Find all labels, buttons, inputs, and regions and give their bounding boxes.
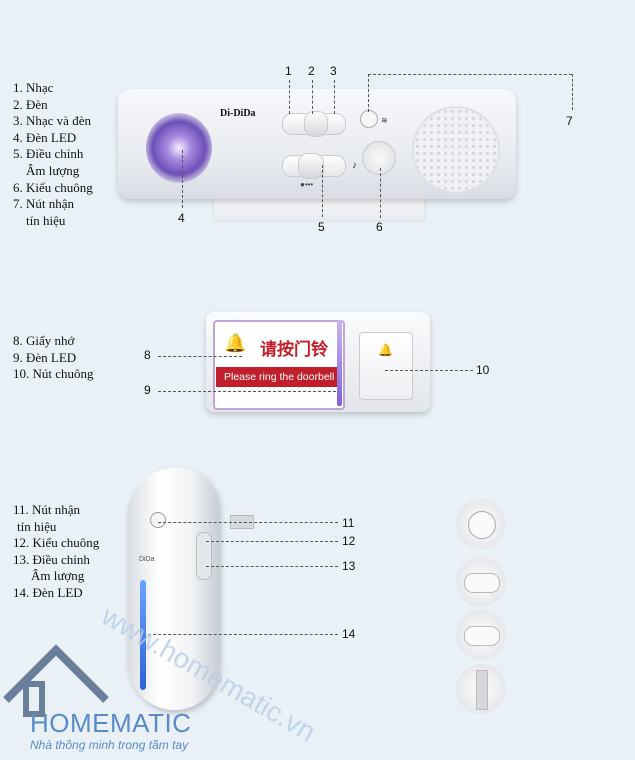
- push-button-led: [337, 320, 342, 406]
- music-note-icon: ♪: [352, 160, 357, 171]
- logo-brand: HOMEMATIC: [30, 708, 192, 738]
- label-panel: [213, 320, 345, 410]
- leader-line: [322, 165, 323, 217]
- callout-6: 6: [376, 220, 383, 234]
- plugin-led-strip: [140, 580, 146, 690]
- leader-line: [368, 74, 369, 112]
- pair-button[interactable]: [360, 110, 378, 128]
- callout-2: 2: [308, 64, 315, 78]
- sticker-chinese: 请按门铃: [260, 340, 328, 359]
- thumb-slider-switch: [456, 557, 506, 607]
- legend-item: 3. Nhạc và đèn: [13, 113, 91, 129]
- legend-item: tín hiệu: [26, 212, 66, 228]
- callout-9: 9: [144, 383, 151, 397]
- thumb-volume-switch: [456, 610, 506, 660]
- callout-3: 3: [330, 64, 337, 78]
- sticker-top: 🔔 请按门铃: [216, 327, 338, 364]
- thumb-plug-side: [456, 664, 506, 714]
- bell-icon: 🔔: [224, 333, 247, 353]
- legend-item: 6. Kiểu chuông: [13, 179, 93, 195]
- doorbell-button[interactable]: 🔔: [359, 332, 413, 400]
- legend-button: 8. Giấy nhớ 9. Đèn LED 10. Nút chuông: [13, 333, 94, 383]
- leader-line: [572, 74, 573, 110]
- legend-item: 8. Giấy nhớ: [13, 333, 75, 348]
- legend-item: 4. Đèn LED: [13, 129, 77, 145]
- callout-1: 1: [285, 64, 292, 78]
- callout-14: 14: [342, 627, 356, 641]
- legend-item: 13. Điều chỉnh: [13, 551, 90, 567]
- legend-item: Âm lượng: [31, 568, 85, 584]
- legend-item: 7. Nút nhận: [13, 196, 75, 212]
- ringtone-button[interactable]: [362, 141, 396, 175]
- plug-brand: DiDa: [139, 556, 155, 563]
- mode-switch-knob[interactable]: [304, 111, 328, 137]
- house-logo-icon: [3, 644, 109, 717]
- leader-line: [158, 522, 338, 523]
- leader-line: [148, 634, 338, 635]
- volume-switch-knob[interactable]: [298, 153, 324, 179]
- callout-4: 4: [178, 211, 185, 225]
- receiver-brand: Di-DiDa: [220, 108, 256, 119]
- logo-tagline: Nhà thông minh trong tầm tay: [30, 738, 189, 752]
- legend-item: 1. Nhạc: [13, 80, 54, 95]
- side-buttons[interactable]: [196, 532, 212, 580]
- legend-item: 12. Kiểu chuông: [13, 535, 100, 551]
- volume-dots-icon: ●•••: [300, 180, 314, 189]
- leader-line: [289, 80, 290, 114]
- leader-line: [158, 391, 336, 392]
- callout-8: 8: [144, 348, 151, 362]
- leader-line: [158, 356, 242, 357]
- sticker-english: Please ring the doorbell: [224, 371, 335, 383]
- callout-7: 7: [566, 114, 573, 128]
- pair-button[interactable]: [150, 512, 166, 528]
- legend-item: 10. Nút chuông: [13, 366, 94, 382]
- legend-plug: 11. Nút nhận tín hiệu 12. Kiểu chuông 13…: [13, 502, 99, 602]
- leader-line: [206, 541, 338, 542]
- callout-12: 12: [342, 534, 356, 548]
- leader-line: [385, 370, 473, 371]
- sticker-bottom: Please ring the doorbell: [216, 367, 338, 387]
- leader-line: [182, 150, 183, 208]
- receiver-led: [146, 113, 212, 183]
- thumb-round-button: [456, 499, 506, 549]
- leader-line: [206, 566, 338, 567]
- leader-line: [334, 80, 335, 114]
- legend-item: 11. Nút nhận: [13, 502, 81, 517]
- receiver-stand: [212, 196, 426, 222]
- legend-item: tín hiệu: [17, 518, 57, 534]
- legend-item: 9. Đèn LED: [13, 349, 77, 365]
- legend-item: Âm lượng: [26, 162, 80, 178]
- callout-10: 10: [476, 363, 490, 377]
- legend-item: 5. Điều chỉnh: [13, 146, 84, 162]
- legend-item: 2. Đèn: [13, 96, 48, 112]
- leader-line: [312, 80, 313, 114]
- callout-5: 5: [318, 220, 325, 234]
- callout-11: 11: [342, 516, 355, 530]
- speaker-grille: [412, 106, 500, 194]
- bell-icon: 🔔: [378, 343, 393, 357]
- leader-line: [368, 74, 572, 75]
- legend-item: 14. Đèn LED: [13, 584, 83, 600]
- callout-13: 13: [342, 559, 356, 573]
- legend-main: 1. Nhạc 2. Đèn 3. Nhạc và đèn 4. Đèn LED…: [13, 80, 93, 229]
- signal-icon: ≋: [381, 116, 388, 125]
- leader-line: [380, 168, 381, 218]
